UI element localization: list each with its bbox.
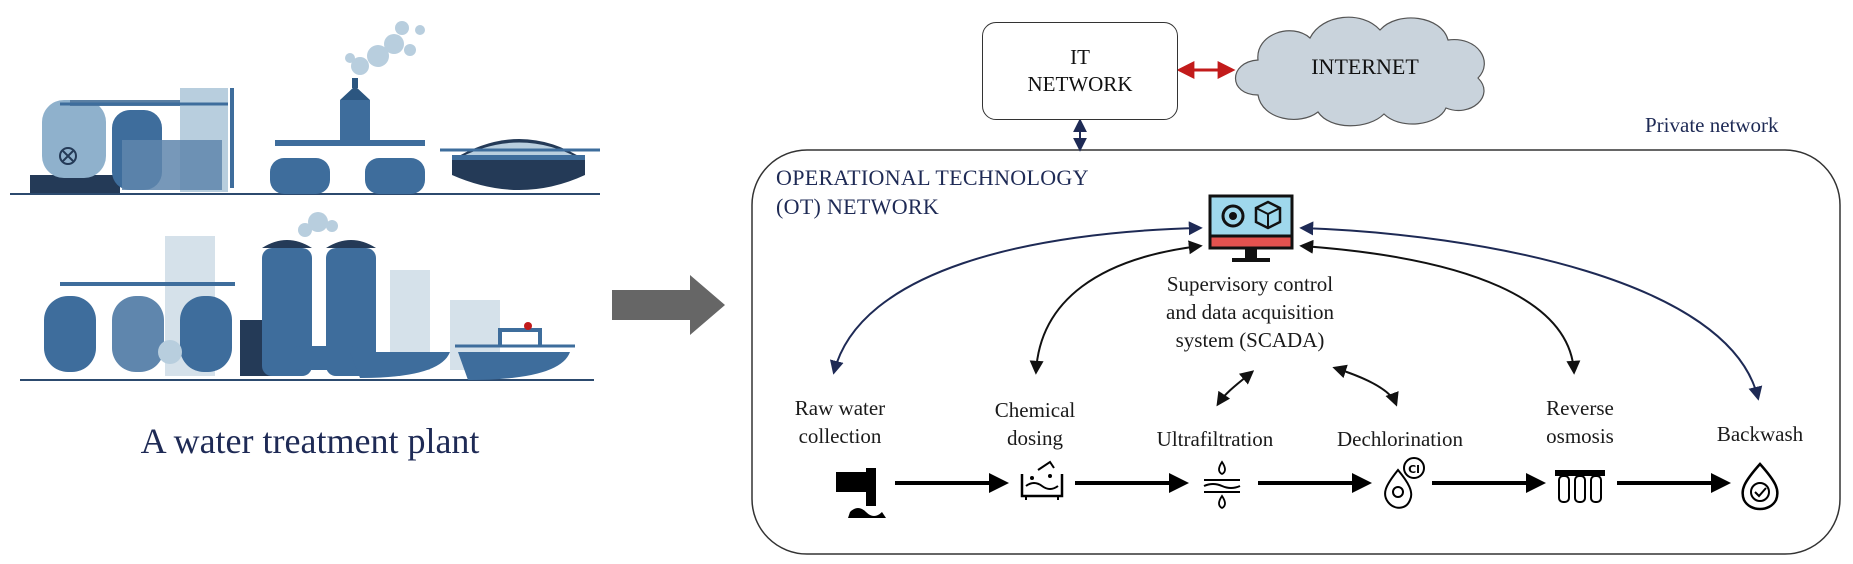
stage-label-line-1: Chemical <box>994 398 1076 422</box>
stage-dechlorination: Dechlorination <box>1320 425 1480 453</box>
internet-label: INTERNET <box>1311 54 1419 79</box>
plant-illustration-top <box>10 21 600 195</box>
scada-label: Supervisory control and data acquisition… <box>1140 270 1360 354</box>
scada-dechlorination-arrow <box>1332 364 1399 407</box>
pipe-outflow-icon <box>836 468 886 518</box>
stage-raw-water: Raw water collection <box>775 394 905 450</box>
it-network-box: IT NETWORK <box>982 22 1178 120</box>
ot-network-title: OPERATIONAL TECHNOLOGY (OT) NETWORK <box>776 163 1089 221</box>
stage-label-line-1: Reverse <box>1546 396 1614 420</box>
stage-chemical-dosing: Chemical dosing <box>970 396 1100 452</box>
stage-label-line-2: dosing <box>1006 426 1063 450</box>
scada-chemical-arrow <box>1029 240 1203 375</box>
it-network-label-2: NETWORK <box>1027 72 1133 96</box>
scada-raw-water-arrow <box>830 221 1203 375</box>
internet-cloud <box>1234 16 1485 127</box>
stage-reverse-osmosis: Reverse osmosis <box>1520 394 1640 450</box>
scada-ultrafiltration-arrow <box>1216 370 1255 407</box>
stage-label-line-1: Ultrafiltration <box>1156 427 1274 451</box>
check-drop-icon <box>1741 462 1779 511</box>
stage-label-line-1: Backwash <box>1716 422 1804 446</box>
scada-backwash-arrow <box>1299 221 1763 401</box>
plant-illustration-bottom <box>20 212 594 381</box>
ot-title-line-2: (OT) NETWORK <box>776 194 940 219</box>
filtration-icon <box>1203 460 1241 510</box>
chlorine-drop-icon: Cl <box>1384 457 1425 509</box>
scada-label-line-3: system (SCADA) <box>1175 328 1325 352</box>
membrane-filters-icon <box>1555 470 1605 503</box>
stage-label-line-1: Raw water <box>794 396 886 420</box>
scada-label-line-1: Supervisory control <box>1166 272 1334 296</box>
svg-text:Cl: Cl <box>1408 463 1420 476</box>
stage-backwash: Backwash <box>1700 420 1820 448</box>
private-network-label: Private network <box>1645 113 1779 137</box>
chemical-tank-icon <box>1020 460 1064 500</box>
stage-ultrafiltration: Ultrafiltration <box>1140 425 1290 453</box>
ot-network-boundary <box>751 149 1841 555</box>
stage-label-line-2: collection <box>798 424 882 448</box>
big-gray-arrow <box>612 275 725 335</box>
it-network-label-1: IT <box>1070 45 1090 69</box>
scada-label-line-2: and data acquisition <box>1166 300 1334 324</box>
stage-label-line-1: Dechlorination <box>1337 427 1463 451</box>
plant-caption: A water treatment plant <box>140 421 480 461</box>
scada-monitor-icon <box>1208 194 1294 262</box>
ot-title-line-1: OPERATIONAL TECHNOLOGY <box>776 165 1089 190</box>
stage-label-line-2: osmosis <box>1546 424 1614 448</box>
